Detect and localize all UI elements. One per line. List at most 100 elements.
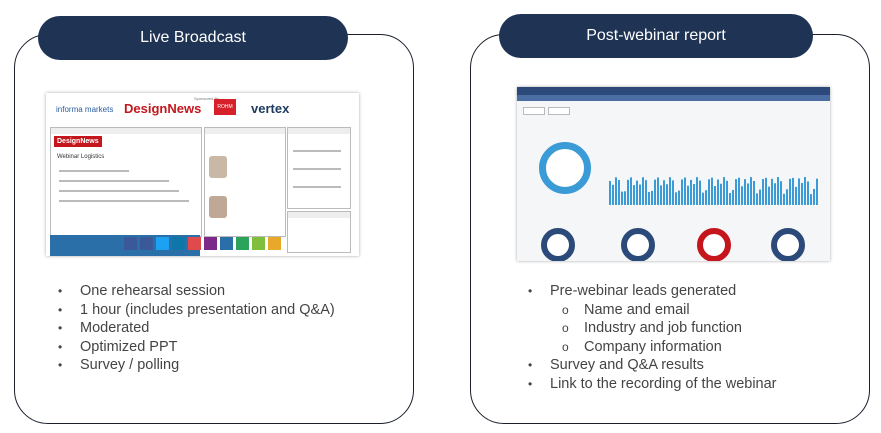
linkedin-icon[interactable] xyxy=(172,237,185,250)
engagement-bar-chart xyxy=(609,177,818,205)
engagement-bar xyxy=(765,177,767,205)
engagement-bar xyxy=(768,186,770,205)
bullet-item: Optimized PPT xyxy=(54,338,335,357)
twitter-icon[interactable] xyxy=(156,237,169,250)
engagement-bar xyxy=(633,185,635,205)
engagement-bar xyxy=(666,184,668,205)
live-broadcast-title: Live Broadcast xyxy=(38,16,348,60)
designnews-logo: DesignNews xyxy=(124,101,202,116)
engagement-bar xyxy=(789,178,791,205)
survey-panel xyxy=(287,127,351,209)
sponsor-label: Sponsored By xyxy=(194,96,220,101)
engagement-bar xyxy=(753,181,755,205)
engagement-bar xyxy=(612,184,614,205)
speaker-panel-titlebar xyxy=(205,128,285,134)
engagement-bar xyxy=(771,178,773,205)
engagement-bar xyxy=(747,183,749,205)
engagement-bar xyxy=(732,189,734,205)
document-icon[interactable] xyxy=(188,237,201,250)
engagement-bar xyxy=(621,191,623,205)
slide-line xyxy=(59,200,189,202)
bullet-item: Survey / polling xyxy=(54,356,335,375)
engagement-bar xyxy=(675,192,677,205)
live-broadcast-bullets: One rehearsal session 1 hour (includes p… xyxy=(54,282,335,375)
engagement-bar xyxy=(720,183,722,205)
engagement-bar xyxy=(762,178,764,205)
engagement-bar xyxy=(696,177,698,205)
report-tab[interactable] xyxy=(548,107,570,115)
slide-line xyxy=(59,190,179,192)
slide-line xyxy=(59,180,169,182)
slides-icon[interactable] xyxy=(236,237,249,250)
engagement-bar xyxy=(783,193,785,205)
slide-panel: DesignNews Webinar Logistics xyxy=(50,127,202,237)
speaker-icon[interactable] xyxy=(220,237,233,250)
survey-line xyxy=(293,186,341,188)
engagement-bar xyxy=(681,179,683,205)
engagement-bar xyxy=(618,180,620,205)
survey-line xyxy=(293,150,341,152)
engagement-bar xyxy=(804,177,806,205)
engagement-bar xyxy=(723,177,725,205)
engagement-bar xyxy=(756,193,758,205)
survey-panel-titlebar xyxy=(288,128,350,134)
engagement-bar xyxy=(786,189,788,205)
engagement-bar xyxy=(651,190,653,205)
engagement-bar xyxy=(717,179,719,205)
engagement-bar xyxy=(810,194,812,205)
engagement-bar xyxy=(777,177,779,205)
engagement-bar xyxy=(774,183,776,205)
engagement-bar xyxy=(678,190,680,205)
engagement-bar xyxy=(624,191,626,205)
engagement-bar xyxy=(648,191,650,205)
slide-line xyxy=(59,170,129,172)
speaker-avatar xyxy=(209,156,227,178)
bullet-item: Survey and Q&A results xyxy=(524,356,777,375)
engagement-bar xyxy=(705,190,707,205)
bullet-item: 1 hour (includes presentation and Q&A) xyxy=(54,301,335,320)
engagement-bar xyxy=(630,177,632,205)
engagement-bar xyxy=(735,179,737,205)
engagement-bar xyxy=(729,193,731,205)
engagement-bar xyxy=(663,180,665,205)
post-webinar-report-screenshot xyxy=(517,87,830,261)
engagement-bar xyxy=(741,186,743,205)
bullet-item: One rehearsal session xyxy=(54,282,335,301)
engagement-bar xyxy=(699,180,701,205)
engagement-bar xyxy=(816,178,818,205)
engagement-bar xyxy=(693,183,695,205)
engagement-bar xyxy=(726,180,728,205)
engagement-bar xyxy=(636,180,638,205)
engagement-bar xyxy=(798,178,800,205)
post-webinar-title: Post-webinar report xyxy=(499,14,813,58)
bullet-item: Moderated xyxy=(54,319,335,338)
rohm-logo: ROHM xyxy=(214,99,236,115)
engagement-bar xyxy=(780,181,782,205)
report-navbar xyxy=(517,95,830,101)
bullet-item: Link to the recording of the webinar xyxy=(524,375,777,394)
engagement-bar xyxy=(654,179,656,205)
engagement-bar xyxy=(702,192,704,205)
share-icon[interactable] xyxy=(124,237,137,250)
engagement-bar xyxy=(690,179,692,205)
facebook-icon[interactable] xyxy=(140,237,153,250)
summary-donut xyxy=(621,228,655,261)
qa-icon[interactable] xyxy=(204,237,217,250)
engagement-bar xyxy=(642,177,644,205)
help-icon[interactable] xyxy=(268,237,281,250)
bullet-item: Name and email xyxy=(524,301,777,320)
bullet-item: Pre-webinar leads generated xyxy=(524,282,777,301)
engagement-bar xyxy=(711,177,713,205)
engagement-bar xyxy=(639,184,641,205)
report-topbar xyxy=(517,87,830,95)
resources-icon[interactable] xyxy=(252,237,265,250)
engagement-bar xyxy=(687,185,689,205)
vertex-logo: vertex xyxy=(251,101,290,116)
engagement-bar xyxy=(684,177,686,205)
report-tab[interactable] xyxy=(523,107,545,115)
slide-title: Webinar Logistics xyxy=(57,154,105,160)
slide-panel-titlebar xyxy=(51,128,201,134)
slide-brand: DesignNews xyxy=(54,136,102,147)
engagement-bar xyxy=(738,177,740,205)
engagement-bar xyxy=(669,177,671,205)
